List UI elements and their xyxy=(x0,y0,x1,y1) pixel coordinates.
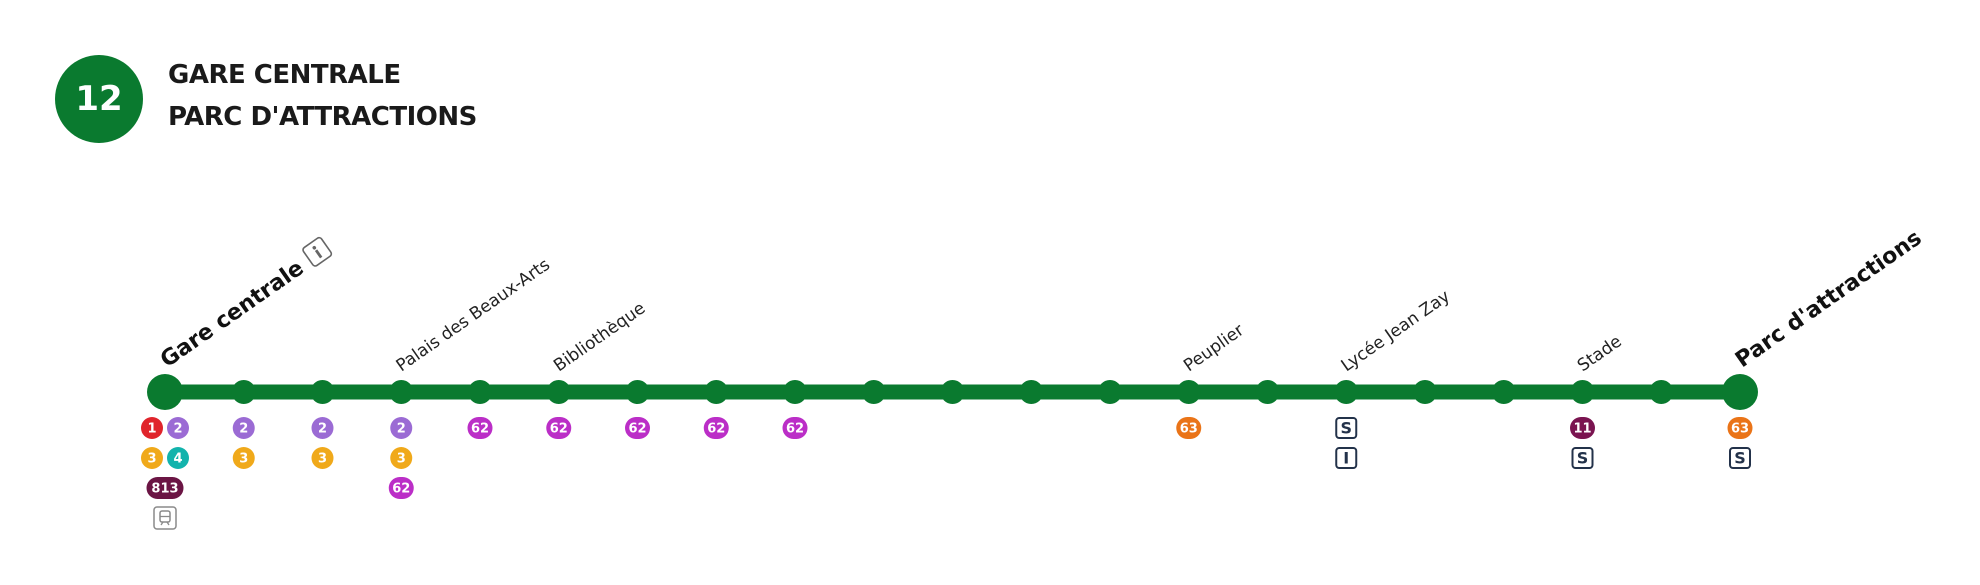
connection-pill[interactable] xyxy=(467,417,493,439)
connection-pill[interactable] xyxy=(703,417,729,439)
stop-dot xyxy=(704,380,729,404)
connection-label: S xyxy=(1340,419,1352,438)
stop-dot xyxy=(231,380,256,404)
destination-origin: GARE CENTRALE xyxy=(168,60,401,90)
connection-label: 2 xyxy=(239,422,248,437)
connection-square-badge[interactable] xyxy=(1335,447,1358,469)
connection-pill[interactable] xyxy=(390,447,413,469)
connection-square-badge[interactable] xyxy=(1729,447,1751,469)
connection-label: 62 xyxy=(471,422,489,437)
stop-dot xyxy=(310,380,335,404)
stop-label: Palais des Beaux-Arts xyxy=(393,255,554,376)
connection-pill[interactable] xyxy=(782,417,808,439)
connection-pill[interactable] xyxy=(546,417,572,439)
connection-pill[interactable] xyxy=(1727,417,1753,439)
connection-pill[interactable] xyxy=(232,447,255,469)
stop-dot xyxy=(1098,380,1122,404)
connection-label: 4 xyxy=(173,452,182,467)
connection-label: I xyxy=(1343,449,1349,468)
connection-label: S xyxy=(1577,449,1589,468)
connection-label: 2 xyxy=(397,422,406,437)
stop-label: Bibliothèque xyxy=(550,298,649,376)
stop-label: Parc d'attractions xyxy=(1731,226,1926,373)
connection-label: 1 xyxy=(147,422,156,437)
connection-label: 62 xyxy=(392,482,410,497)
stop-label: Stade xyxy=(1574,332,1626,377)
connection-label: 3 xyxy=(397,452,406,467)
connection-pill[interactable] xyxy=(232,417,255,439)
connection-label: 3 xyxy=(239,452,248,467)
connection-pill[interactable] xyxy=(311,417,334,439)
stop-dot xyxy=(861,380,886,404)
connection-pill[interactable] xyxy=(167,447,189,469)
terminus-stop-dot xyxy=(147,374,183,410)
stop-dot xyxy=(940,380,965,404)
stop-dot xyxy=(1176,380,1201,404)
connection-label: 813 xyxy=(151,482,178,497)
stop-dot xyxy=(1255,380,1280,404)
terminus-stop-dot xyxy=(1722,374,1758,410)
stop-label: Peuplier xyxy=(1180,320,1248,376)
stop-dot xyxy=(1570,380,1595,404)
connection-label: S xyxy=(1734,449,1746,468)
connection-pill[interactable] xyxy=(141,417,163,439)
stop-dot xyxy=(1649,380,1674,404)
connection-label: 2 xyxy=(173,422,182,437)
connection-pill[interactable] xyxy=(146,477,184,499)
connection-square-badge[interactable] xyxy=(1335,417,1358,439)
connection-label: 62 xyxy=(786,422,804,437)
stop-label: Gare centrale xyxy=(156,256,308,373)
connection-label: 62 xyxy=(550,422,568,437)
stop-dot xyxy=(468,380,492,404)
stop-dot xyxy=(1413,380,1437,404)
connection-pill[interactable] xyxy=(311,447,334,469)
stop-dot xyxy=(1334,380,1359,404)
connection-pill[interactable] xyxy=(625,417,650,439)
train-icon xyxy=(153,506,177,530)
stop-dot xyxy=(389,380,414,404)
connection-pill[interactable] xyxy=(141,447,163,469)
info-icon-dot xyxy=(312,245,317,250)
connection-pill[interactable] xyxy=(388,477,414,499)
connection-pill[interactable] xyxy=(1570,417,1595,439)
connection-pill[interactable] xyxy=(167,417,189,439)
connection-square-badge[interactable] xyxy=(1571,447,1594,469)
stop-dot xyxy=(625,380,650,404)
connection-label: 62 xyxy=(707,422,725,437)
info-icon[interactable] xyxy=(302,236,333,268)
line-number: 12 xyxy=(75,79,123,119)
destination-terminus: PARC D'ATTRACTIONS xyxy=(168,102,477,132)
connection-label: 3 xyxy=(318,452,327,467)
stop-label: Lycée Jean Zay xyxy=(1338,286,1454,376)
info-icon-stem xyxy=(314,249,323,259)
stop-dot xyxy=(1491,380,1516,404)
connection-label: 63 xyxy=(1731,422,1749,437)
connection-label: 3 xyxy=(147,452,156,467)
connection-label: 11 xyxy=(1573,422,1591,437)
connection-label: 63 xyxy=(1180,422,1198,437)
train-icon-rail-left xyxy=(160,521,164,526)
connection-label: 62 xyxy=(628,422,646,437)
stop-dot xyxy=(783,380,807,404)
line-number-badge: 12 xyxy=(55,55,143,143)
connection-pill[interactable] xyxy=(1176,417,1202,439)
connection-pill[interactable] xyxy=(390,417,413,439)
stop-dot xyxy=(1019,380,1044,404)
train-icon-rail-right xyxy=(166,521,170,526)
stop-dot xyxy=(546,380,571,404)
connection-label: 2 xyxy=(318,422,327,437)
